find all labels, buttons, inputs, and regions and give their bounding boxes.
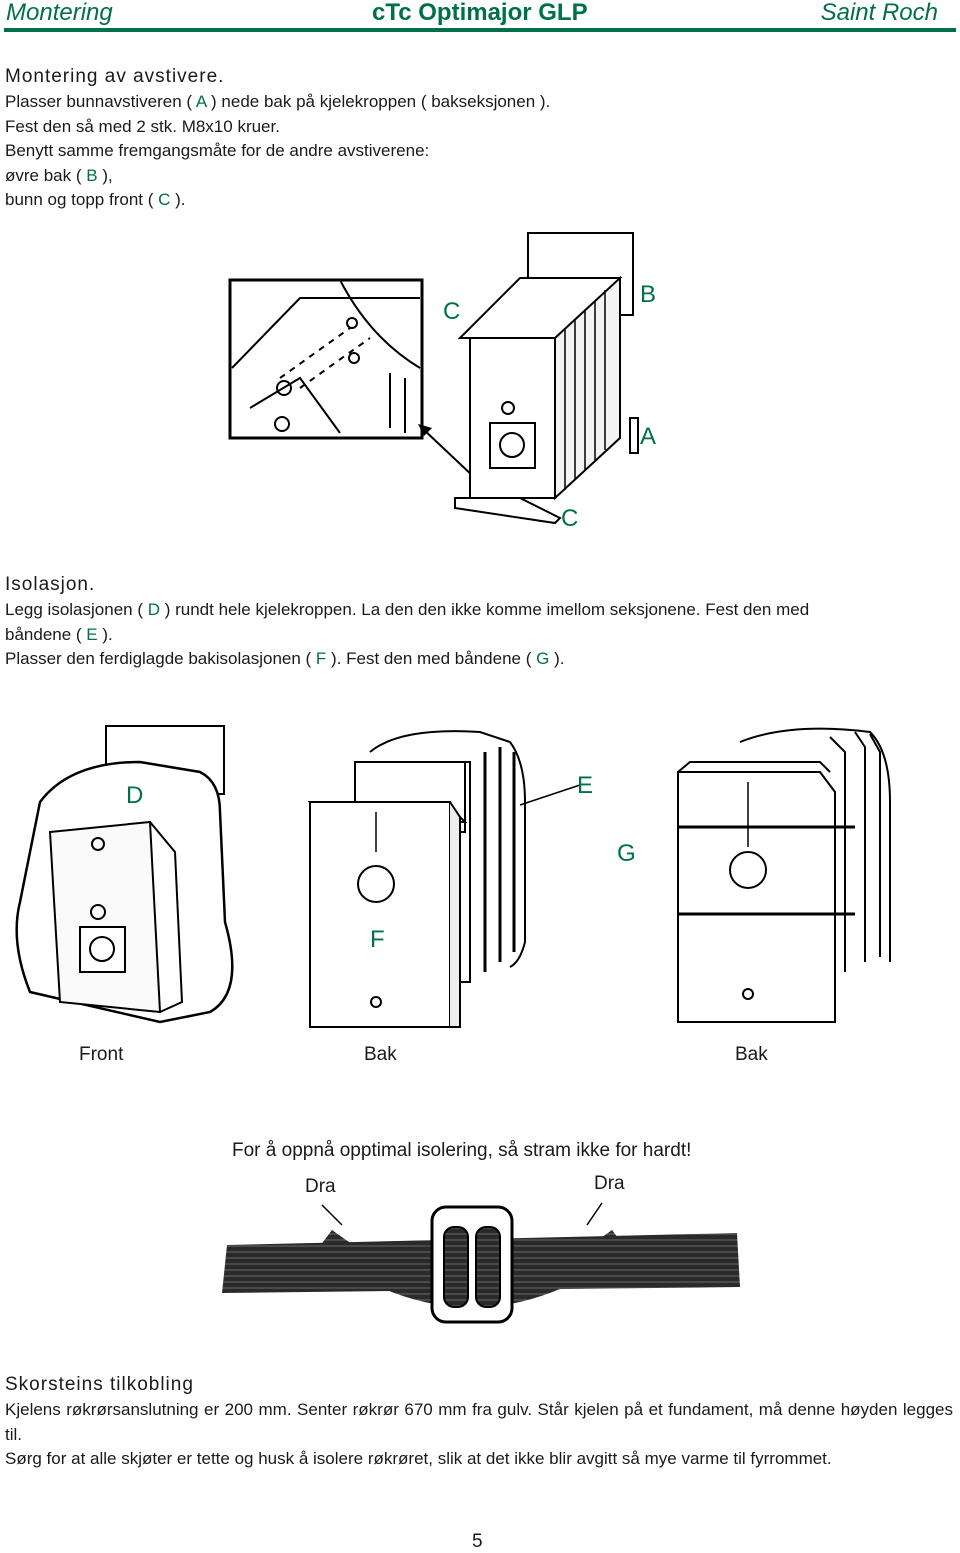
strap-buckle-illustration [222,1202,740,1324]
stiffener-illustration [228,232,639,525]
section1-body: Plasser bunnavstiveren ( A ) nede bak på… [5,90,550,213]
label-b: B [640,281,657,308]
label-c-top: C [443,298,461,325]
header-rule [4,28,956,32]
dra-right: Dra [594,1173,625,1194]
strap-pointer-line [519,784,581,806]
caption-bak-1: Bak [364,1044,397,1065]
insulation-back-straps-illustration [677,727,891,1023]
section1-title: Montering av avstivere. [5,66,225,87]
header-center: cTc Optimajor GLP [372,0,588,26]
strap-note: For å oppnå opptimal isolering, så stram… [232,1140,692,1161]
insulation-front-illustration [15,725,234,1024]
label-d: D [126,782,144,809]
caption-bak-2: Bak [735,1044,768,1065]
label-g: G [617,840,636,867]
page-header: Montering cTc Optimajor GLP Saint Roch [0,0,960,34]
section2-title: Isolasjon. [5,574,96,595]
label-c-bottom: C [561,505,579,532]
insulation-back-illustration [307,730,526,1028]
section3-line2: Sørg for at alle skjøter er tette og hus… [5,1449,832,1468]
label-e: E [577,772,594,799]
dra-left: Dra [305,1176,336,1197]
label-a: A [640,423,657,450]
section1-line4: øvre bak ( B ), [5,165,113,185]
section1-line2: Fest den så med 2 stk. M8x10 kruer. [5,116,280,136]
header-left: Montering [6,0,113,26]
header-right: Saint Roch [820,0,938,26]
section1-line3: Benytt samme fremgangsmåte for de andre … [5,141,430,160]
section2-line3: Plasser den ferdiglagde bakisolasjonen (… [5,649,565,668]
page-number: 5 [472,1531,483,1552]
section3-line1: Kjelens røkrørsanslutning er 200 mm. Sen… [5,1400,953,1444]
section2-line2: båndene ( E ). [5,624,113,644]
caption-front: Front [79,1044,124,1065]
section2-line1: Legg isolasjonen ( D ) rundt hele kjelek… [5,600,810,619]
section2-body: Legg isolasjonen ( D ) rundt hele kjelek… [5,598,809,672]
label-f: F [370,926,385,953]
section1-line5: bunn og topp front ( C ). [5,190,186,209]
section1-line1: Plasser bunnavstiveren ( A ) nede bak på… [5,92,551,111]
section3-title: Skorsteins tilkobling [5,1374,194,1395]
